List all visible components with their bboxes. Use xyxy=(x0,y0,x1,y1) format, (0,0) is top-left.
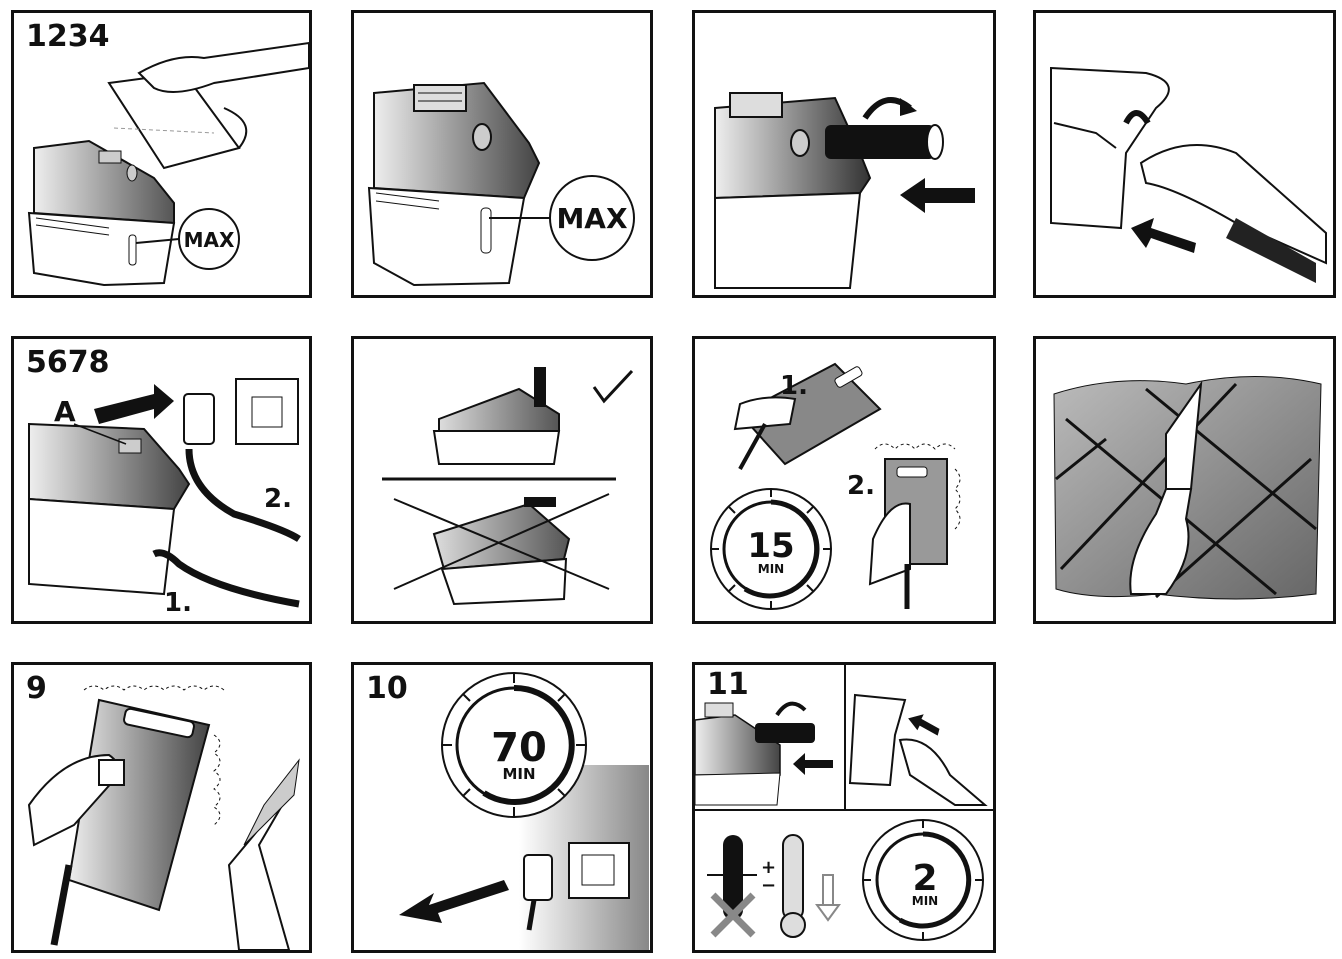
panel-8-wallpaper-scrape xyxy=(1033,336,1336,624)
attach-hose-illustration xyxy=(714,92,975,289)
panel-5-plug-in: A 2. 1. 5678 xyxy=(11,336,312,624)
panel-4-lock-hose xyxy=(1033,10,1336,298)
heat-up-illustration: 1. 2. 15 MIN xyxy=(710,362,961,610)
step-number: 10 xyxy=(366,671,408,706)
plug-in-illustration: A 2. 1. xyxy=(28,378,301,618)
panel-11-storage: + − 2 MIN 11 xyxy=(692,662,996,953)
panel-7-heat-up: 1. 2. 15 MIN xyxy=(692,336,996,624)
panel-2-max-level: MAX xyxy=(351,10,653,298)
cool-down-illustration: 70 MIN xyxy=(399,672,649,950)
step-1-label: 1. xyxy=(164,588,192,618)
timer-unit: MIN xyxy=(502,765,535,783)
step-1-label: 1. xyxy=(780,371,808,401)
timer-value: 15 xyxy=(747,526,794,566)
storage-illustration: + − 2 MIN xyxy=(695,665,993,941)
panel-1-fill-tank: MAX 1234 xyxy=(11,10,312,298)
panel-3-attach-hose xyxy=(692,10,996,298)
panel-9-steam-wall: 9 xyxy=(11,662,312,953)
max-level-illustration: MAX xyxy=(367,81,635,287)
timer-value: 2 xyxy=(912,858,937,899)
fill-tank-illustration: MAX xyxy=(27,41,309,287)
step-number: 5678 xyxy=(26,345,110,380)
step-2-label: 2. xyxy=(847,471,875,501)
timer-unit: MIN xyxy=(912,894,938,908)
label-a: A xyxy=(54,395,76,428)
step-number: 9 xyxy=(26,671,47,706)
step-number: 11 xyxy=(707,667,749,702)
plus-minus: + xyxy=(761,857,776,878)
max-label: MAX xyxy=(556,202,628,235)
step-2-label: 2. xyxy=(264,484,292,514)
lock-hose-illustration xyxy=(1050,66,1327,283)
wallpaper-scrape-illustration xyxy=(1053,376,1322,600)
timer-unit: MIN xyxy=(758,562,784,576)
steam-wall-illustration xyxy=(27,685,300,950)
level-surface-illustration xyxy=(382,367,634,606)
timer-value: 70 xyxy=(491,725,547,771)
panel-10-cool-down: 70 MIN 10 xyxy=(351,662,653,953)
step-number: 1234 xyxy=(26,19,110,54)
panel-6-level-surface xyxy=(351,336,653,624)
max-label: MAX xyxy=(184,228,235,252)
svg-text:−: − xyxy=(761,875,776,896)
